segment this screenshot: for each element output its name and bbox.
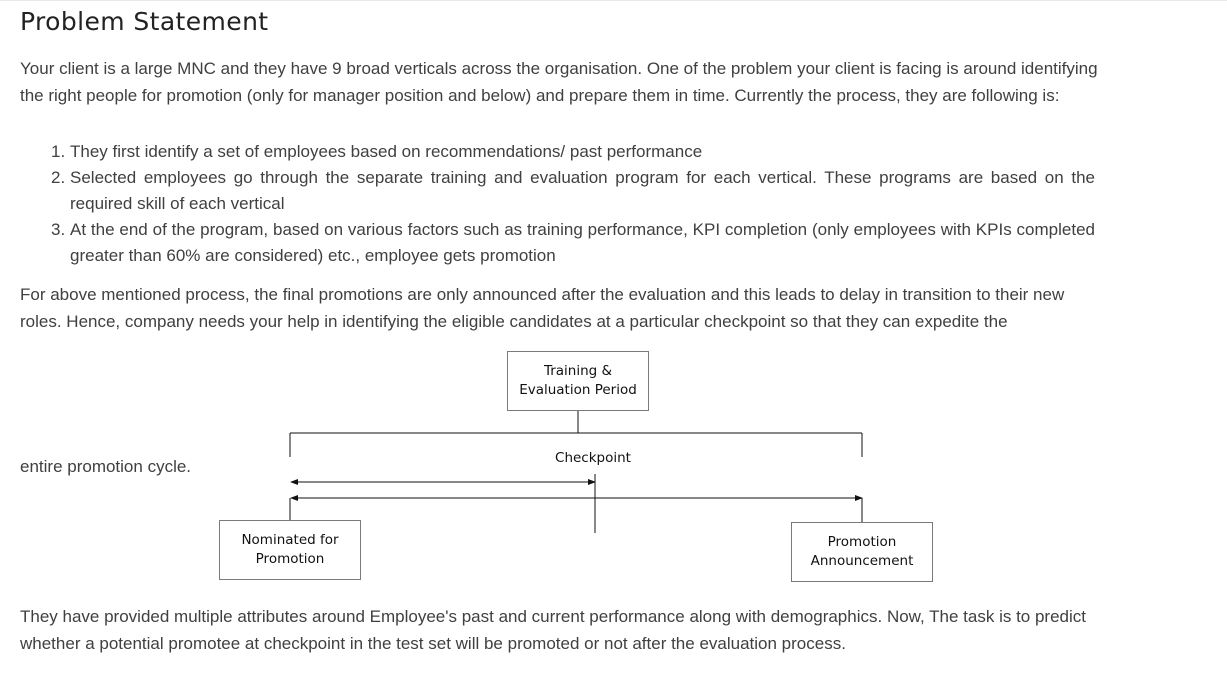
step-number: 3. — [51, 220, 66, 239]
page-title: Problem Statement — [20, 7, 269, 36]
checkpoint-label: Checkpoint — [555, 450, 631, 466]
process-paragraph-tail: entire promotion cycle. — [20, 457, 192, 476]
intro-paragraph: Your client is a large MNC and they have… — [20, 59, 1098, 105]
process-steps-list: 1. They first identify a set of employee… — [20, 139, 1095, 269]
list-item: 3. At the end of the program, based on v… — [20, 217, 1095, 269]
top-divider — [0, 0, 1227, 1]
step-number: 1. — [51, 142, 66, 161]
full-arrow-left-head — [290, 495, 298, 501]
nominated-box: Nominated for Promotion — [219, 520, 361, 580]
process-paragraph: For above mentioned process, the final p… — [20, 285, 1065, 331]
list-item: 1. They first identify a set of employee… — [20, 139, 1095, 165]
step-text: Selected employees go through the separa… — [70, 168, 1095, 213]
list-item: 2. Selected employees go through the sep… — [20, 165, 1095, 217]
step-text: They first identify a set of employees b… — [70, 142, 703, 161]
task-paragraph: They have provided multiple attributes a… — [20, 607, 1086, 653]
step-number: 2. — [51, 168, 66, 187]
promotion-announcement-box: Promotion Announcement — [791, 522, 933, 582]
checkpoint-arrow-left-head — [290, 479, 298, 485]
step-text: At the end of the program, based on vari… — [70, 220, 1095, 265]
training-evaluation-box: Training & Evaluation Period — [507, 351, 649, 411]
